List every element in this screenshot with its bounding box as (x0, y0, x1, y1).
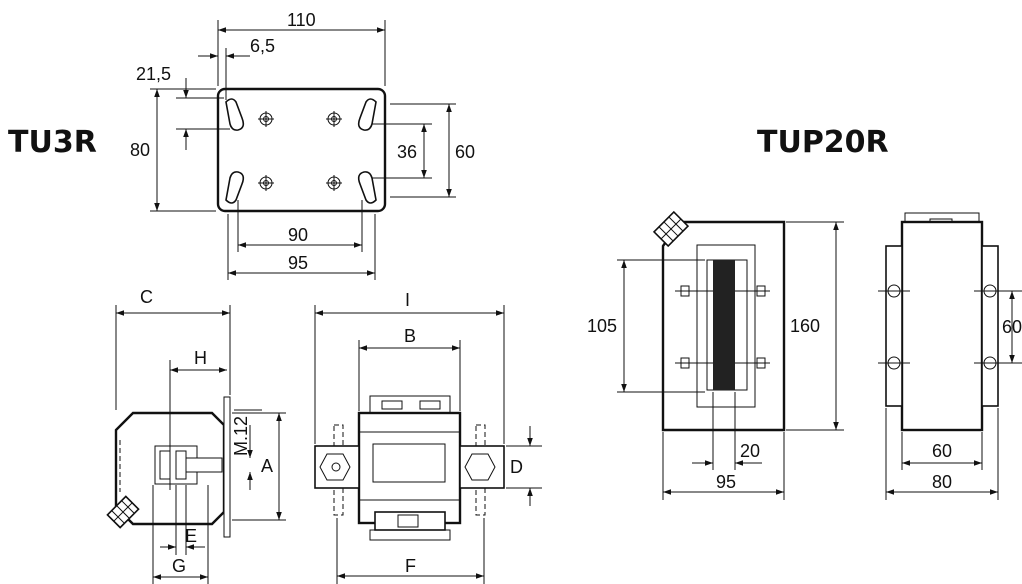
tup20r-front-view: 105 160 20 95 (587, 210, 844, 500)
dim-6-5: 6,5 (250, 36, 275, 56)
title-tu3r: TU3R (8, 125, 97, 160)
dim-60: 60 (455, 142, 475, 162)
dim-60-side: 60 (932, 441, 952, 461)
dim-105: 105 (587, 316, 617, 336)
mounting-hole (326, 175, 342, 191)
busbar (713, 260, 735, 390)
mounting-slot (357, 98, 377, 131)
mounting-hole (326, 111, 342, 127)
window (372, 443, 446, 483)
mounting-hole (258, 175, 274, 191)
dim-160: 160 (790, 316, 820, 336)
dim-95: 95 (288, 253, 308, 273)
dim-20: 20 (740, 441, 760, 461)
terminal-right (459, 445, 505, 489)
side-plate-right (981, 245, 999, 407)
dim-F: F (405, 556, 416, 576)
dim-21-5: 21,5 (136, 64, 171, 84)
dim-C: C (140, 287, 153, 307)
mounting-slot (357, 171, 377, 204)
mounting-slot (225, 171, 245, 204)
tup20r-side-view: 60 60 80 (878, 212, 1022, 500)
tu3r-front-view: I B D F (314, 290, 542, 584)
tu3r-side-view: C H M.12 A E G (106, 287, 286, 584)
dim-110: 110 (287, 10, 316, 30)
dim-36: 36 (397, 142, 417, 162)
transformer-body-side-tup20r (900, 220, 984, 432)
mounting-plate (216, 87, 387, 213)
label-M12: M.12 (231, 416, 251, 456)
terminal-clamp-icon (106, 495, 140, 529)
dim-H: H (194, 348, 207, 368)
title-tup20r: TUP20R (757, 125, 889, 160)
tu3r-top-view: 110 6,5 21,5 80 36 60 90 95 (130, 10, 475, 280)
dim-A: A (261, 456, 273, 476)
dim-E: E (185, 526, 197, 546)
dim-D: D (510, 457, 523, 477)
terminal-clamp-icon (652, 210, 690, 248)
side-plate-left (885, 245, 903, 407)
dim-I: I (405, 290, 410, 310)
dim-90: 90 (288, 225, 308, 245)
dim-60-vertical: 60 (1002, 317, 1022, 337)
terminal-left (314, 445, 360, 489)
dim-95-tup: 95 (716, 472, 736, 492)
plate-edge (223, 396, 231, 538)
dim-80-side: 80 (932, 472, 952, 492)
dim-80: 80 (130, 140, 150, 160)
dim-B: B (404, 326, 416, 346)
dim-G: G (172, 556, 186, 576)
mounting-hole (258, 111, 274, 127)
mounting-slot (225, 98, 245, 131)
